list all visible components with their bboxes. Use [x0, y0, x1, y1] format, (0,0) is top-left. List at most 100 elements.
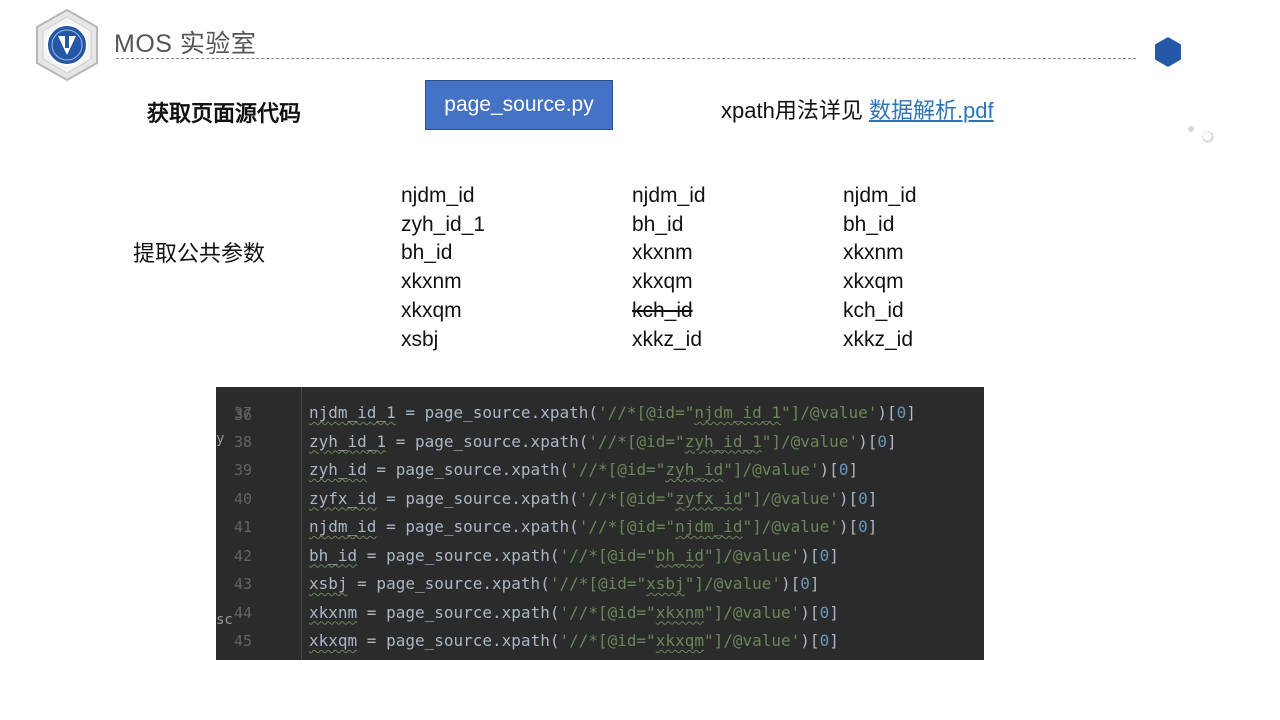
param-item: kch_id [843, 298, 904, 322]
code-string-id: njdm_id [675, 517, 743, 536]
code-index: 0 [819, 545, 830, 565]
param-item-struck: kch_id [632, 298, 693, 322]
code-editor-panel: 36 y sc 37 njdm_id_1 = page_source.xpath(… [216, 387, 984, 660]
param-item: njdm_id [401, 184, 475, 207]
param-item: xkxnm [632, 241, 693, 265]
code-index-close: ] [848, 460, 859, 479]
code-string-end: "]/@value' [781, 403, 878, 422]
line-number: 44 [234, 603, 253, 622]
code-text: xkxnm = page_source.xpath('//*[@id="xkxn… [309, 599, 839, 627]
code-call: = page_source.xpath( [376, 517, 579, 536]
edge-fragment: sc [216, 612, 233, 628]
code-call: = page_source.xpath( [376, 488, 579, 508]
code-string-id: zyfx_id [675, 488, 743, 508]
code-index: 0 [877, 431, 887, 451]
code-index: 0 [838, 460, 849, 479]
param-column-1: njdm_id zyh_id_1 bh_id xkxnm xkxqm xsbj [401, 182, 485, 354]
line-number: 43 [234, 575, 253, 593]
code-string-id: bh_id [655, 545, 704, 565]
code-string-start: '//*[@id=" [559, 545, 656, 565]
code-line: 38 zyh_id_1 = page_source.xpath('//*[@id=… [216, 428, 984, 456]
code-variable: njdm_id_1 [309, 403, 396, 422]
code-index-open: )[ [838, 517, 859, 536]
code-call: = page_source.xpath( [357, 545, 560, 565]
code-line: 37 njdm_id_1 = page_source.xpath('//*[@id… [216, 399, 984, 427]
code-index-open: )[ [800, 545, 820, 565]
code-index-close: ] [809, 574, 820, 593]
code-text: zyfx_id = page_source.xpath('//*[@id="zy… [309, 485, 877, 513]
hexagon-decoration-icon [1155, 37, 1181, 67]
line-number: 37 [234, 404, 253, 422]
code-index: 0 [858, 517, 868, 536]
param-item: xkkz_id [843, 327, 914, 351]
get-page-source-label: 获取页面源代码 [147, 101, 302, 126]
xpath-note-text: xpath用法详见 [721, 98, 869, 123]
code-string-start: '//*[@id=" [549, 574, 647, 593]
param-item: xkxnm [401, 270, 462, 294]
code-index: 0 [819, 602, 830, 622]
data-parsing-pdf-link[interactable]: 数据解析.pdf [868, 98, 994, 123]
code-index-open: )[ [819, 460, 839, 479]
code-index: 0 [858, 488, 868, 508]
code-string-start: '//*[@id=" [578, 517, 676, 536]
xpath-usage-note: xpath用法详见 数据解析.pdf [721, 93, 994, 125]
code-string-start: '//*[@id=" [559, 602, 656, 622]
edge-fragment: y [216, 431, 225, 447]
code-variable: xsbj [309, 574, 348, 593]
code-string-id: xkxqm [655, 631, 704, 650]
code-string-start: '//*[@id=" [598, 403, 695, 422]
code-index-close: ] [829, 545, 839, 565]
code-string-end: "]/@value' [703, 545, 801, 565]
code-variable: zyh_id [309, 460, 367, 479]
code-index-open: )[ [781, 574, 801, 593]
code-text: njdm_id = page_source.xpath('//*[@id="nj… [309, 513, 877, 541]
extract-params-label: 提取公共参数 [133, 241, 266, 266]
param-item: zyh_id_1 [401, 212, 486, 236]
param-item: xkxqm [843, 270, 904, 294]
line-number: 38 [234, 432, 253, 451]
code-variable: xkxqm [309, 631, 358, 650]
code-string-end: "]/@value' [703, 631, 801, 650]
param-column-2: njdm_id bh_id xkxnm xkxqm kch_id xkkz_id [632, 182, 706, 354]
code-text: bh_id = page_source.xpath('//*[@id="bh_i… [309, 542, 839, 570]
param-item: njdm_id [632, 184, 706, 207]
code-text: xkxqm = page_source.xpath('//*[@id="xkxq… [309, 627, 839, 655]
code-index-close: ] [906, 403, 916, 422]
code-string-id: xkxnm [655, 602, 704, 622]
param-item: xsbj [401, 327, 439, 351]
code-variable: zyfx_id [309, 488, 377, 508]
page-source-file-button[interactable]: page_source.py [425, 80, 613, 130]
code-string-end: "]/@value' [742, 488, 839, 508]
code-call: = page_source.xpath( [366, 460, 570, 479]
code-string-id: zyh_id_1 [684, 431, 762, 451]
line-number: 36 [234, 406, 253, 424]
code-call: = page_source.xpath( [347, 574, 550, 593]
code-index: 0 [800, 574, 810, 593]
code-variable: zyh_id_1 [309, 431, 387, 451]
code-index: 0 [896, 403, 907, 422]
line-number: 41 [234, 518, 253, 536]
line-number: 42 [234, 546, 253, 565]
code-string-id: xsbj [646, 574, 685, 593]
code-index-close: ] [867, 488, 878, 508]
gutter-divider [301, 387, 302, 660]
code-call: = page_source.xpath( [395, 403, 598, 422]
code-string-id: zyh_id [665, 460, 724, 479]
param-item: xkkz_id [632, 327, 703, 351]
code-text: xsbj = page_source.xpath('//*[@id="xsbj"… [309, 570, 820, 598]
code-text: zyh_id_1 = page_source.xpath('//*[@id="z… [309, 428, 897, 456]
code-line-partial: 36 [216, 387, 984, 424]
code-line: 40 zyfx_id = page_source.xpath('//*[@id="… [216, 485, 984, 513]
code-string-end: "]/@value' [742, 517, 839, 536]
code-string-end: "]/@value' [703, 602, 801, 622]
code-text: njdm_id_1 = page_source.xpath('//*[@id="… [309, 399, 916, 427]
line-number: 45 [234, 632, 253, 650]
code-line: 42 bh_id = page_source.xpath('//*[@id="bh… [216, 542, 984, 570]
line-number: 40 [234, 489, 253, 508]
param-item: bh_id [843, 212, 895, 236]
code-variable: njdm_id [309, 517, 377, 536]
param-column-3: njdm_id bh_id xkxnm xkxqm kch_id xkkz_id [843, 182, 917, 354]
